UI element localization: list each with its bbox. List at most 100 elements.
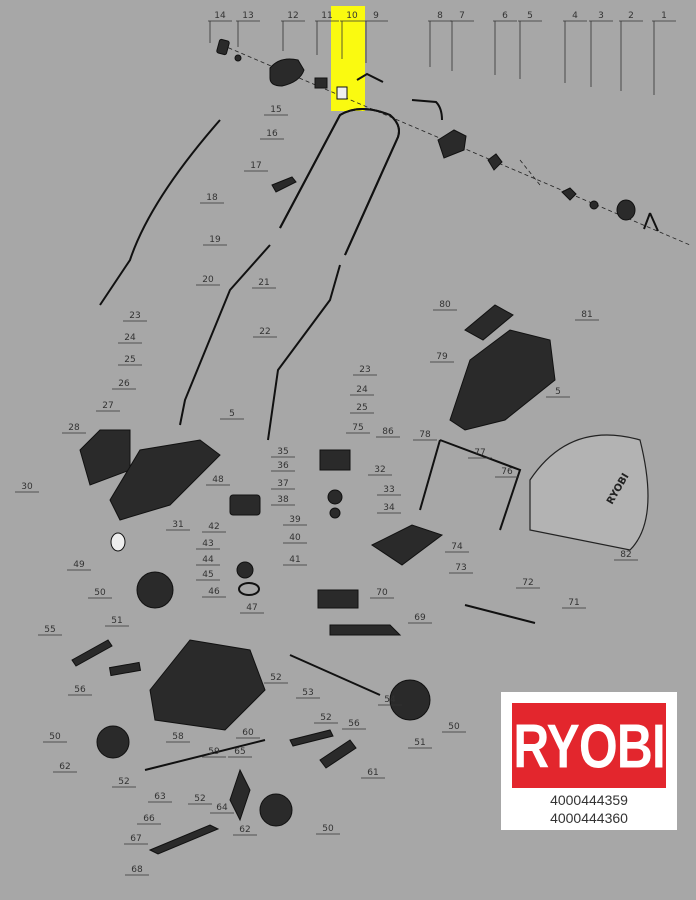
part-label-41: 41 (289, 555, 300, 565)
part-label-50: 50 (94, 588, 106, 598)
part-label-56: 56 (348, 719, 360, 729)
part-label-52: 52 (270, 673, 281, 683)
part-label-66: 66 (143, 814, 155, 824)
part-label-43: 43 (202, 539, 213, 549)
part-label-14: 14 (214, 11, 226, 21)
part-label-17: 17 (250, 161, 261, 171)
part-label-10: 10 (346, 11, 358, 21)
part-label-8: 8 (437, 11, 443, 21)
part-label-26: 26 (118, 379, 130, 389)
part-label-68: 68 (131, 865, 143, 875)
part-label-71: 71 (568, 598, 579, 608)
part-label-23: 23 (359, 365, 370, 375)
part-label-74: 74 (451, 542, 463, 552)
part-label-42: 42 (208, 522, 219, 532)
part-label-55: 55 (44, 625, 55, 635)
part-label-25: 25 (356, 403, 367, 413)
part-label-36: 36 (277, 461, 289, 471)
part-label-50: 50 (322, 824, 334, 834)
part-label-21: 21 (258, 278, 269, 288)
part-label-54: 54 (384, 695, 396, 705)
part-label-39: 39 (289, 515, 301, 525)
part-label-73: 73 (455, 563, 466, 573)
part-label-28: 28 (68, 423, 80, 433)
part-label-4: 4 (572, 11, 578, 21)
ryobi-logo: RYOBI (512, 703, 666, 788)
part-label-81: 81 (581, 310, 592, 320)
part-label-50: 50 (448, 722, 460, 732)
part-label-65: 65 (234, 747, 245, 757)
part-label-59: 59 (208, 747, 220, 757)
part-label-33: 33 (383, 485, 394, 495)
part-label-20: 20 (202, 275, 214, 285)
part-label-12: 12 (287, 11, 298, 21)
part-label-76: 76 (501, 467, 513, 477)
part-label-19: 19 (209, 235, 221, 245)
part-label-75: 75 (352, 423, 363, 433)
part-label-52: 52 (118, 777, 129, 787)
part-label-40: 40 (289, 533, 301, 543)
part-label-23: 23 (129, 311, 140, 321)
parts-drawing: RYOBI (71, 38, 691, 855)
part-label-63: 63 (154, 792, 165, 802)
part-label-5: 5 (527, 11, 533, 21)
part-label-27: 27 (102, 401, 113, 411)
part-label-1: 1 (661, 11, 667, 21)
part-label-16: 16 (266, 129, 278, 139)
part-label-56: 56 (74, 685, 86, 695)
part-label-50: 50 (49, 732, 61, 742)
part-label-86: 86 (382, 427, 394, 437)
part-label-7: 7 (459, 11, 465, 21)
part-label-3: 3 (598, 11, 604, 21)
part-label-48: 48 (212, 475, 224, 485)
part-label-70: 70 (376, 588, 388, 598)
part-label-61: 61 (367, 768, 378, 778)
part-label-11: 11 (321, 11, 332, 21)
part-label-22: 22 (259, 327, 270, 337)
part-label-45: 45 (202, 570, 213, 580)
part-label-79: 79 (436, 352, 448, 362)
part-label-35: 35 (277, 447, 288, 457)
part-label-13: 13 (242, 11, 253, 21)
part-label-6: 6 (502, 11, 508, 21)
part-number-1: 4000444359 (550, 792, 628, 808)
part-label-2: 2 (628, 11, 634, 21)
part-label-49: 49 (73, 560, 85, 570)
part-label-58: 58 (172, 732, 184, 742)
part-label-67: 67 (130, 834, 141, 844)
part-label-31: 31 (172, 520, 183, 530)
part-label-82: 82 (620, 550, 631, 560)
part-label-60: 60 (242, 728, 254, 738)
part-label-51: 51 (414, 738, 425, 748)
part-label-24: 24 (356, 385, 368, 395)
part-label-5: 5 (555, 387, 561, 397)
part-label-15: 15 (270, 105, 281, 115)
part-label-78: 78 (419, 430, 431, 440)
part-label-51: 51 (111, 616, 122, 626)
part-label-80: 80 (439, 300, 451, 310)
part-label-5: 5 (229, 409, 235, 419)
part-label-62: 62 (59, 762, 70, 772)
part-label-62: 62 (239, 825, 250, 835)
part-label-34: 34 (383, 503, 395, 513)
part-label-69: 69 (414, 613, 426, 623)
part-label-30: 30 (21, 482, 33, 492)
part-label-37: 37 (277, 479, 288, 489)
part-label-52: 52 (320, 713, 331, 723)
part-label-38: 38 (277, 495, 289, 505)
part-label-77: 77 (474, 448, 485, 458)
part-label-18: 18 (206, 193, 218, 203)
part-label-52: 52 (194, 794, 205, 804)
part-label-32: 32 (374, 465, 385, 475)
part-label-44: 44 (202, 555, 214, 565)
brand-panel: RYOBI 4000444359 4000444360 (501, 692, 677, 830)
part-label-47: 47 (246, 603, 257, 613)
part-number-2: 4000444360 (550, 810, 628, 826)
part-label-53: 53 (302, 688, 313, 698)
part-label-64: 64 (216, 803, 228, 813)
part-label-46: 46 (208, 587, 220, 597)
part-label-25: 25 (124, 355, 135, 365)
part-label-24: 24 (124, 333, 136, 343)
